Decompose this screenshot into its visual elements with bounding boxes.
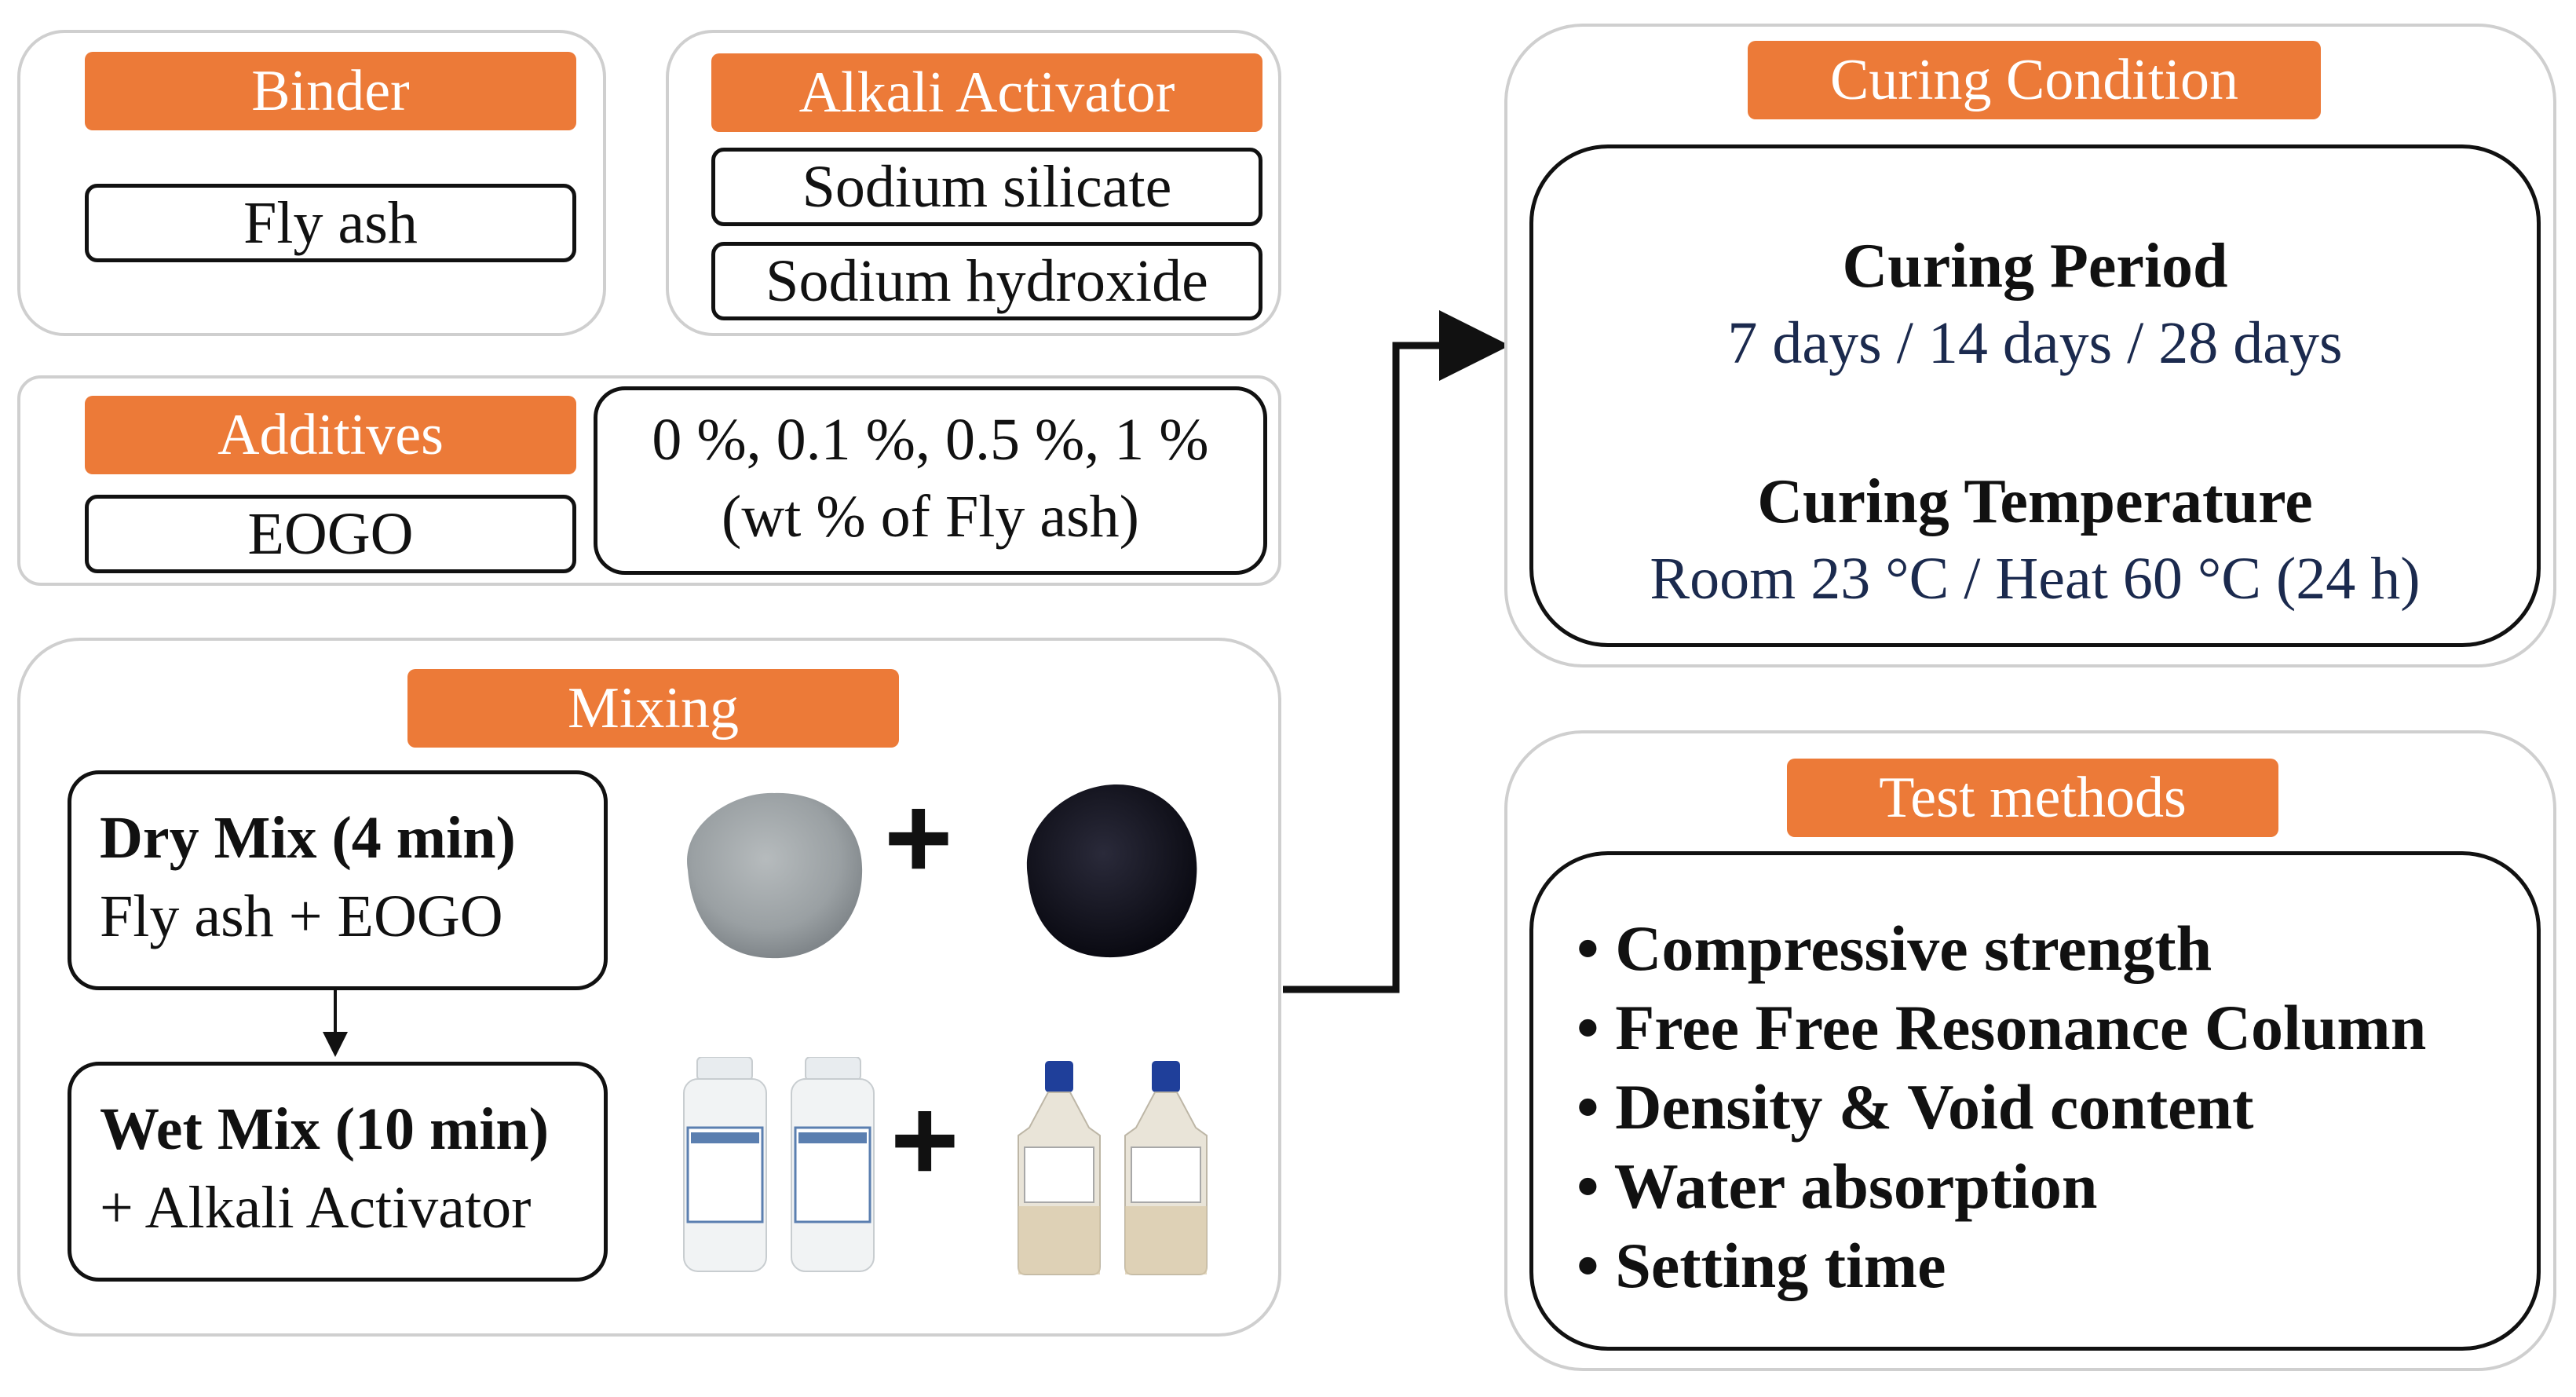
curing-period-value: 7 days / 14 days / 28 days xyxy=(1727,310,2343,376)
additives-panel: Additives EOGO 0 %, 0.1 %, 0.5 %, 1 % (w… xyxy=(17,375,1281,586)
curing-details-box: Curing Period 7 days / 14 days / 28 days… xyxy=(1529,144,2541,647)
dry-mix-title: Dry Mix (4 min) xyxy=(100,805,516,871)
binder-panel: Binder Fly ash xyxy=(17,30,606,336)
test-method-item: • Density & Void content xyxy=(1577,1071,2254,1143)
curing-temperature-value: Room 23 °C / Heat 60 °C (24 h) xyxy=(1650,546,2421,612)
dry-mix-box: Dry Mix (4 min) Fly ash + EOGO xyxy=(68,770,608,990)
test-method-item: • Setting time xyxy=(1577,1230,1946,1301)
curing-panel: Curing Condition Curing Period 7 days / … xyxy=(1504,24,2556,667)
test-methods-panel: Test methods • Compressive strength • Fr… xyxy=(1504,730,2556,1371)
binder-fly-ash-box: Fly ash xyxy=(85,184,576,262)
dosage-line-2: (wt % of Fly ash) xyxy=(722,484,1139,550)
sodium-silicate-box: Sodium silicate xyxy=(711,148,1262,226)
wet-mix-title: Wet Mix (10 min) xyxy=(100,1096,550,1162)
wet-mix-desc: + Alkali Activator xyxy=(100,1175,532,1241)
eogo-powder-image xyxy=(1026,784,1197,958)
additives-tag: Additives xyxy=(85,396,576,474)
binder-tag: Binder xyxy=(85,52,576,130)
mixing-panel: Mixing Dry Mix (4 min) Fly ash + EOGO We… xyxy=(17,638,1281,1337)
curing-temperature-title: Curing Temperature xyxy=(1757,467,2313,536)
mixing-tag: Mixing xyxy=(407,669,899,748)
curing-period-title: Curing Period xyxy=(1842,232,2228,301)
plus-sign-dry: + xyxy=(884,771,953,903)
sodium-silicate-bottles-image xyxy=(1018,1061,1208,1275)
sodium-hydroxide-box: Sodium hydroxide xyxy=(711,242,1262,320)
dosage-box: 0 %, 0.1 %, 0.5 %, 1 % (wt % of Fly ash) xyxy=(594,386,1267,575)
dosage-line-1: 0 %, 0.1 %, 0.5 %, 1 % xyxy=(652,407,1209,473)
test-methods-list: • Compressive strength • Free Free Reson… xyxy=(1577,909,2426,1305)
fly-ash-powder-image xyxy=(687,792,863,959)
sodium-hydroxide-bottles-image xyxy=(683,1057,875,1272)
test-method-item: • Water absorption xyxy=(1577,1150,2098,1222)
test-method-item: • Free Free Resonance Column xyxy=(1577,992,2427,1063)
eogo-box: EOGO xyxy=(85,495,576,573)
curing-tag: Curing Condition xyxy=(1748,41,2321,119)
activator-panel: Alkali Activator Sodium silicate Sodium … xyxy=(666,30,1281,336)
mixing-to-curing-arrow xyxy=(1283,310,1510,993)
activator-tag: Alkali Activator xyxy=(711,53,1262,132)
test-method-item: • Compressive strength xyxy=(1577,912,2212,984)
plus-sign-wet: + xyxy=(890,1073,959,1205)
test-methods-tag: Test methods xyxy=(1787,759,2278,837)
test-methods-box: • Compressive strength • Free Free Reson… xyxy=(1529,851,2541,1351)
wet-mix-box: Wet Mix (10 min) + Alkali Activator xyxy=(68,1062,608,1282)
dry-mix-desc: Fly ash + EOGO xyxy=(100,883,503,949)
